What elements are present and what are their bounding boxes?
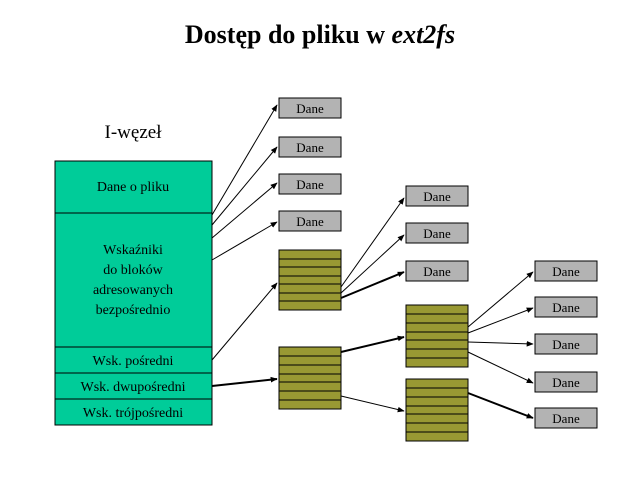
inode-direct-line-4: bezpośrednio: [96, 303, 171, 318]
data-block: Dane: [534, 407, 598, 429]
data-block: Dane: [405, 185, 469, 207]
inode-direct-line-2: do bloków: [103, 263, 163, 278]
svg-text:Dane: Dane: [552, 264, 580, 279]
svg-text:Dane: Dane: [552, 375, 580, 390]
svg-text:Dane: Dane: [423, 226, 451, 241]
pointer-block-double-l2: [405, 304, 469, 368]
pointer-block-indirect: [278, 249, 342, 311]
svg-text:Dane: Dane: [296, 101, 324, 116]
svg-text:Dane: Dane: [296, 214, 324, 229]
data-block: Dane: [405, 260, 469, 282]
data-block: Dane: [278, 210, 342, 232]
inode-double-indirect: Wsk. dwupośredni: [81, 380, 186, 395]
svg-text:Dane: Dane: [423, 189, 451, 204]
inode-direct-line-3: adresowanych: [93, 283, 173, 298]
title-italic: ext2fs: [391, 20, 456, 49]
svg-text:Dane: Dane: [296, 140, 324, 155]
title-main: Dostęp do pliku w: [184, 20, 392, 49]
pointer-block-double-l2-b: [405, 378, 469, 442]
data-block: Dane: [534, 260, 598, 282]
data-block: Dane: [534, 371, 598, 393]
data-block: Dane: [278, 136, 342, 158]
inode-direct-line-1: Wskaźniki: [103, 243, 163, 258]
data-block: Dane: [534, 333, 598, 355]
svg-text:Dane: Dane: [552, 337, 580, 352]
inode-label: I-węzeł: [105, 122, 163, 143]
svg-text:Dane: Dane: [296, 177, 324, 192]
data-block: Dane: [405, 222, 469, 244]
inode-indirect: Wsk. pośredni: [93, 354, 174, 369]
inode-triple-indirect: Wsk. trójpośredni: [83, 406, 183, 421]
arrows: [211, 104, 534, 419]
pointer-block-double-l1: [278, 346, 342, 410]
data-block: Dane: [534, 296, 598, 318]
diagram-title: Dostęp do pliku w ext2fs: [0, 20, 640, 50]
svg-text:Dane: Dane: [552, 411, 580, 426]
svg-text:Dane: Dane: [423, 264, 451, 279]
svg-text:Dane: Dane: [552, 300, 580, 315]
data-block: Dane: [278, 97, 342, 119]
data-block: Dane: [278, 173, 342, 195]
inode-file-data: Dane o pliku: [97, 180, 169, 195]
inode-box: Dane o pliku Wskaźniki do bloków adresow…: [54, 160, 213, 426]
